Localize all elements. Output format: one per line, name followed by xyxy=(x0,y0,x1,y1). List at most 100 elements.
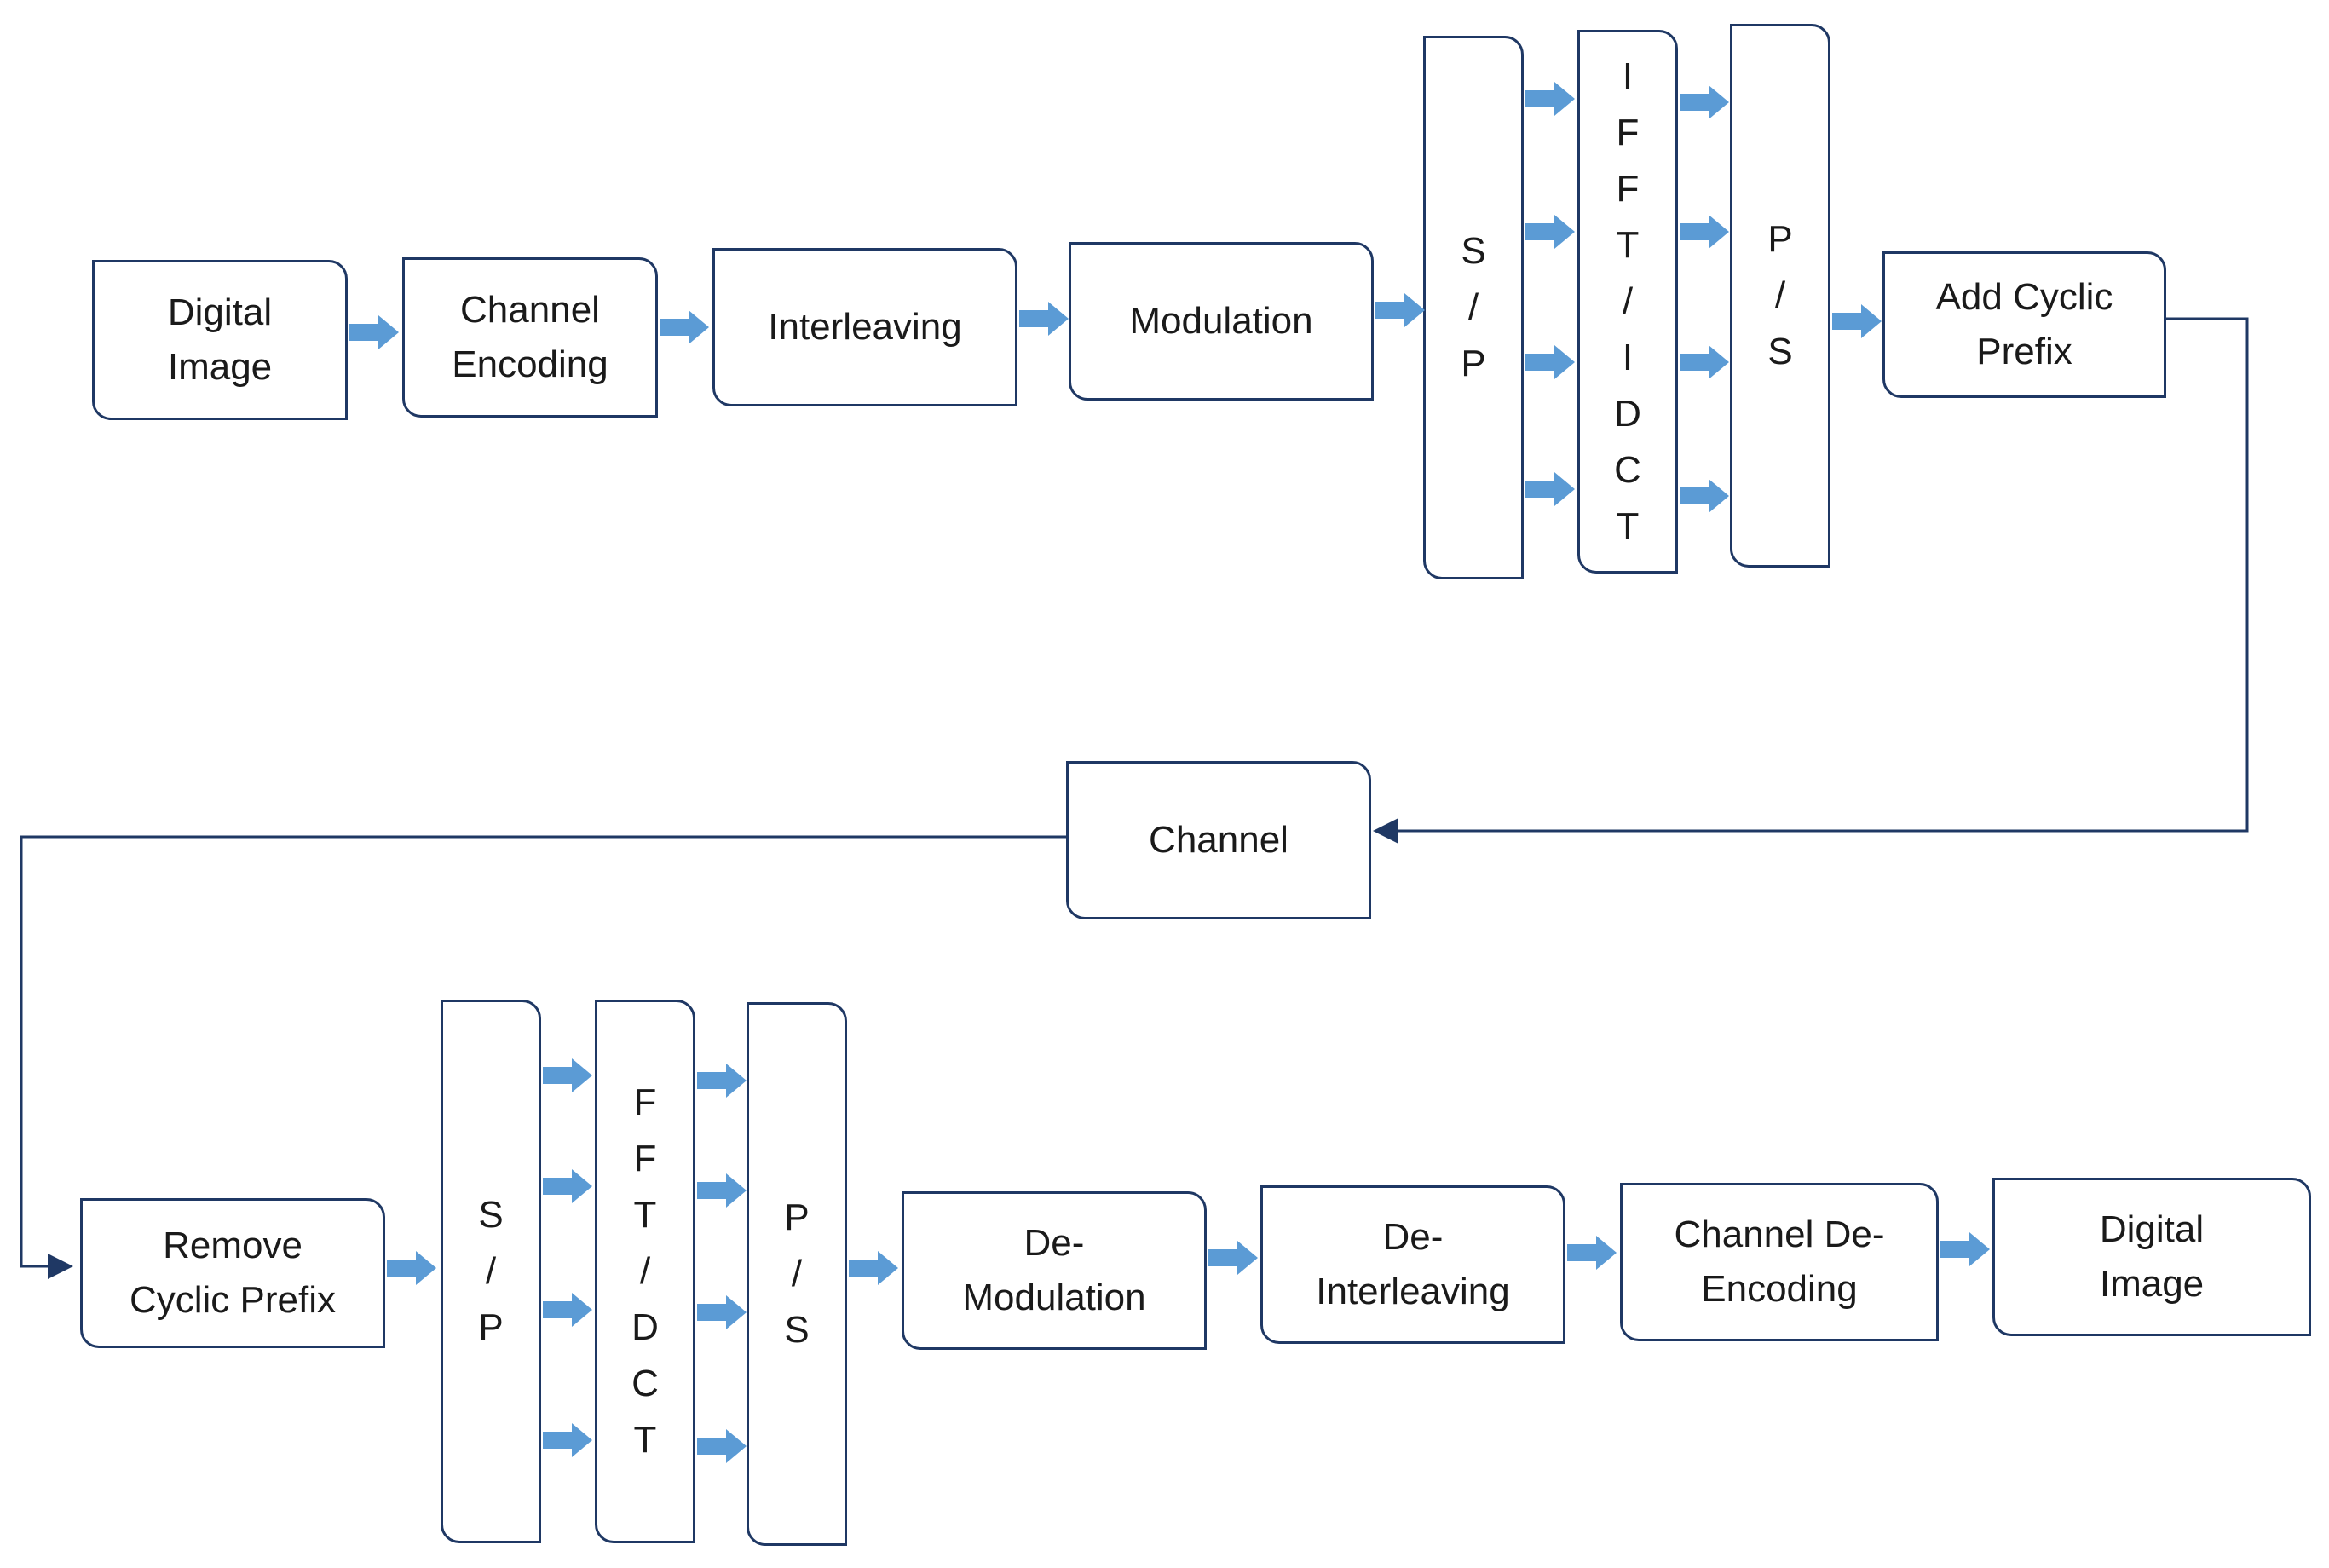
tx-serial-to-parallel-block: S / P xyxy=(1423,36,1524,579)
label-char: P xyxy=(784,1196,810,1238)
arrow-fft-to-ps-4 xyxy=(697,1429,747,1463)
label-char: S xyxy=(1767,331,1793,372)
label-char: P xyxy=(478,1306,504,1348)
tx-parallel-to-serial-label: P/S xyxy=(1767,211,1792,380)
arrow-interleaving-to-modulation xyxy=(1019,302,1069,336)
deinterleaving-label: De- Interleaving xyxy=(1316,1210,1509,1319)
label-line: Channel De- xyxy=(1674,1213,1885,1255)
rx-parallel-to-serial-label: P / S xyxy=(784,1190,809,1358)
label-char: S xyxy=(784,1309,810,1351)
label-line: Encoding xyxy=(1701,1268,1858,1310)
arrow-fft-to-ps-3 xyxy=(697,1295,747,1329)
label-char: T xyxy=(1616,505,1640,547)
arrow-fft-to-ps-1 xyxy=(697,1064,747,1098)
arrow-ps-to-demodulation xyxy=(849,1251,898,1285)
tx-parallel-to-serial-block: P/S xyxy=(1730,24,1830,568)
rx-parallel-to-serial-block: P / S xyxy=(747,1002,847,1546)
arrow-sp-to-ifft-1 xyxy=(1525,82,1575,116)
label-char: D xyxy=(631,1306,659,1348)
label-char: I xyxy=(1622,55,1634,97)
arrow-modulation-to-sp xyxy=(1375,293,1425,327)
arrow-sp-to-ifft-3 xyxy=(1525,345,1575,379)
arrow-demodulation-to-deinterleaving xyxy=(1208,1241,1258,1275)
label-char: F xyxy=(633,1138,657,1179)
label-line: De- xyxy=(1382,1216,1444,1258)
label-line: Cyclic Prefix xyxy=(129,1279,337,1321)
arrow-sp-to-ifft-2 xyxy=(1525,215,1575,249)
arrow-fft-to-ps-2 xyxy=(697,1173,747,1208)
label-line: Add Cyclic xyxy=(1935,276,2113,318)
label-char: C xyxy=(631,1363,659,1404)
connector-add-cp-to-channel xyxy=(1373,317,2249,844)
arrow-decoding-to-image xyxy=(1940,1232,1990,1266)
modulation-block: Modulation xyxy=(1069,242,1374,401)
label-line: Encoding xyxy=(452,343,608,385)
label-char: F xyxy=(633,1081,657,1123)
label-char: T xyxy=(1616,224,1640,266)
arrow-sp-to-fft-3 xyxy=(543,1293,592,1327)
arrow-sp-to-ifft-4 xyxy=(1525,472,1575,506)
modulation-label: Modulation xyxy=(1129,294,1312,349)
label-line: Image xyxy=(2099,1263,2205,1305)
label-line: Modulation xyxy=(1129,300,1313,342)
arrow-sp-to-fft-2 xyxy=(543,1169,592,1203)
connector-channel-to-remove-cp xyxy=(20,835,1066,1279)
label-char: S xyxy=(1461,230,1486,272)
channel-decoding-label: Channel De- Encoding xyxy=(1674,1208,1884,1317)
demodulation-label: De- Modulation xyxy=(962,1216,1145,1325)
label-char: F xyxy=(1616,168,1640,210)
label-char: / xyxy=(639,1250,651,1292)
label-char: F xyxy=(1616,112,1640,153)
arrow-remove-cp-to-sp xyxy=(387,1251,436,1285)
label-line: Channel xyxy=(1149,819,1288,861)
deinterleaving-block: De- Interleaving xyxy=(1260,1185,1565,1344)
label-line: Image xyxy=(167,346,273,388)
arrow-ifft-to-ps-1 xyxy=(1680,85,1729,119)
arrow-sp-to-fft-1 xyxy=(543,1058,592,1092)
label-char: / xyxy=(485,1250,497,1292)
label-char: / xyxy=(1622,280,1634,322)
label-char: / xyxy=(1774,274,1786,316)
label-char: / xyxy=(1467,286,1479,328)
label-line: Channel xyxy=(460,289,600,331)
arrow-deinterleaving-to-decoding xyxy=(1567,1236,1617,1270)
label-char: / xyxy=(791,1253,803,1294)
label-line: Remove xyxy=(163,1225,303,1266)
label-line: De- xyxy=(1023,1222,1085,1264)
label-line: Interleaving xyxy=(768,306,962,348)
label-char: C xyxy=(1614,449,1641,491)
label-line: Modulation xyxy=(962,1277,1146,1318)
arrow-ifft-to-ps-3 xyxy=(1680,345,1729,379)
channel-block: Channel xyxy=(1066,761,1371,919)
channel-label: Channel xyxy=(1149,813,1288,868)
label-line: Digital xyxy=(167,291,273,333)
label-line: Interleaving xyxy=(1316,1271,1510,1312)
interleaving-label: Interleaving xyxy=(768,300,961,355)
label-line: Digital xyxy=(2099,1208,2205,1250)
label-char: T xyxy=(633,1419,657,1461)
arrow-ifft-to-ps-2 xyxy=(1680,215,1729,249)
demodulation-block: De- Modulation xyxy=(902,1191,1207,1350)
channel-decoding-block: Channel De- Encoding xyxy=(1620,1183,1939,1341)
arrow-ifft-to-ps-4 xyxy=(1680,479,1729,513)
label-line: Prefix xyxy=(1976,331,2072,372)
label-char: P xyxy=(1461,343,1486,384)
arrow-encoding-to-interleaving xyxy=(660,310,709,344)
interleaving-block: Interleaving xyxy=(712,248,1017,406)
label-char: D xyxy=(1614,393,1641,435)
